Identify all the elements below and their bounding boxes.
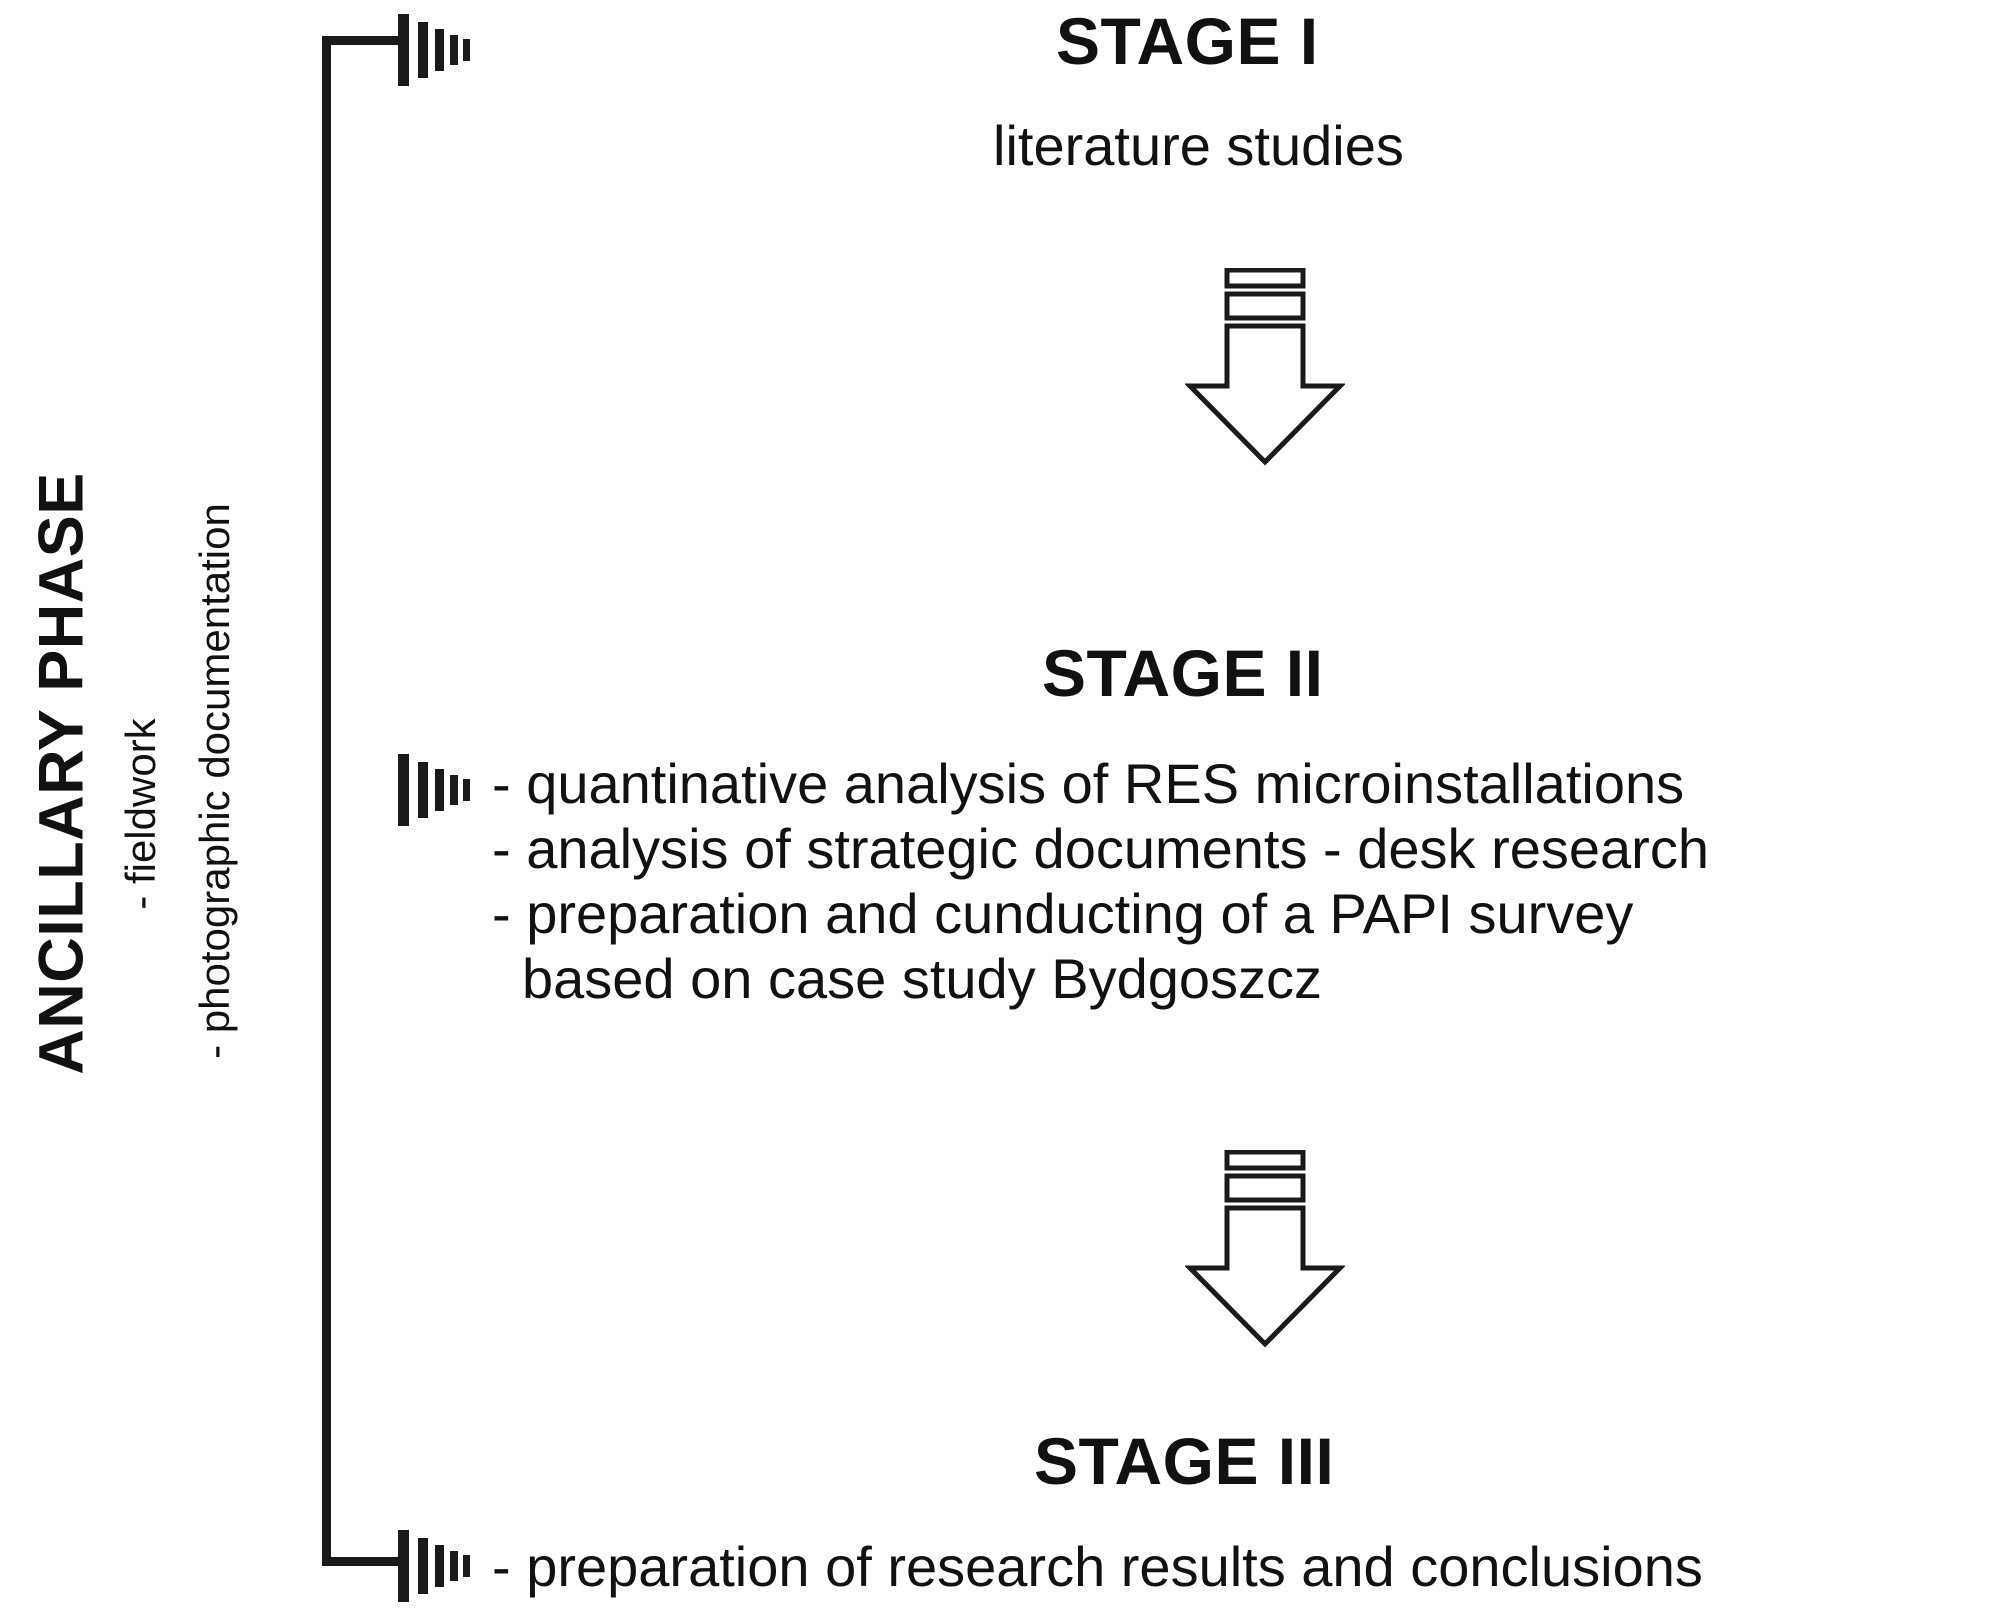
signal-decay-icon: [398, 1530, 470, 1602]
stage-3-bullets: - preparation of research results and co…: [492, 1535, 1703, 1600]
stage-2-bullet-3: - preparation and cunducting of a PAPI s…: [492, 881, 1634, 945]
stage-3-bullet-1: - preparation of research results and co…: [492, 1535, 1703, 1598]
stage-2-bullet-1: - quantinative analysis of RES microinst…: [492, 752, 1685, 815]
ancillary-phase-label: ANCILLARY PHASE: [26, 472, 97, 1075]
bracket-arm-top: [322, 36, 398, 45]
stage-2-bullets: - quantinative analysis of RES microinst…: [492, 752, 1709, 1012]
activity-label-fieldwork: - fieldwork: [117, 718, 164, 910]
activity-label-photographic-documentation: - photographic documentation: [191, 503, 238, 1059]
arrow-down-icon: [1185, 268, 1345, 466]
ancillary-phase-bracket: [322, 36, 402, 1566]
stage-1-heading: STAGE I: [1056, 4, 1319, 78]
stage-2-heading: STAGE II: [1042, 636, 1324, 710]
stage-2-bullet-2: - analysis of strategic documents - desk…: [492, 816, 1709, 880]
arrow-down-icon: [1185, 1150, 1345, 1348]
stage-3-heading: STAGE III: [1034, 1424, 1335, 1498]
stage-1-subtitle: literature studies: [993, 114, 1404, 177]
signal-decay-icon: [398, 754, 470, 826]
bracket-spine: [322, 36, 331, 1566]
signal-decay-icon: [398, 14, 470, 86]
stage-2-bullet-3-continuation: based on case study Bydgoszcz: [522, 946, 1323, 1010]
bracket-arm-bottom: [322, 1557, 398, 1566]
